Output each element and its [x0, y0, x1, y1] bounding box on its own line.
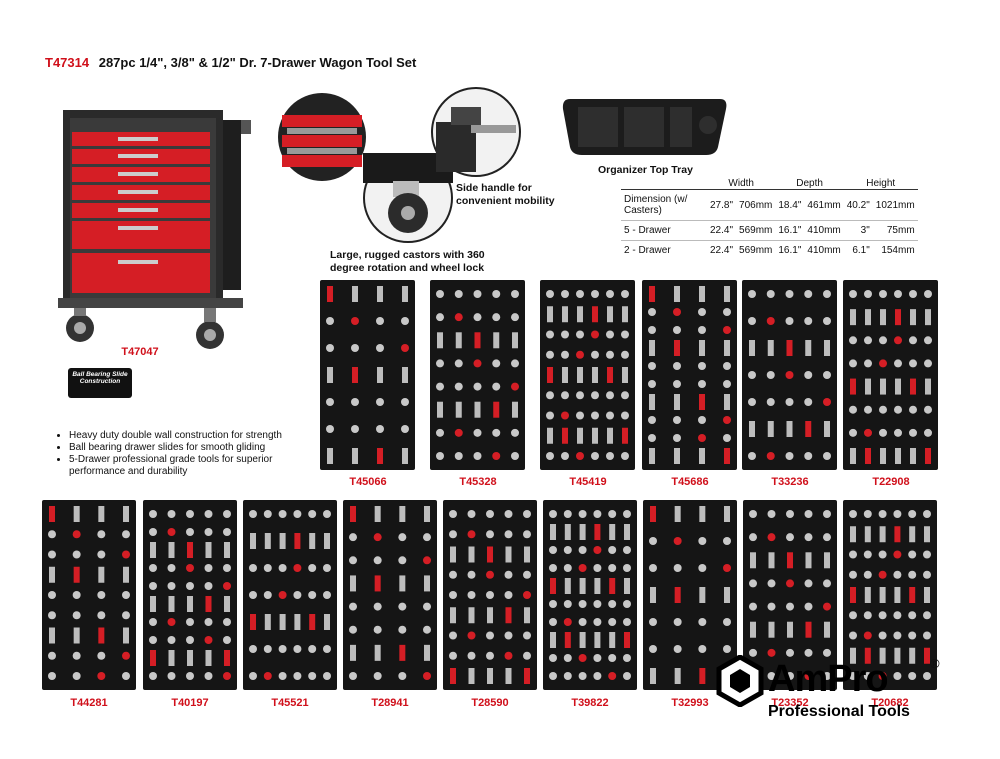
ball-bearing-badge: Ball Bearing Slide Construction: [68, 368, 132, 398]
cell: 16.1": [778, 245, 802, 256]
cabinet-code: T47047: [121, 346, 159, 358]
dimensions-row: 2 - Drawer 22.4" 569mm 16.1" 410mm 6.1" …: [621, 241, 918, 261]
brand-name: AmPro: [768, 658, 889, 700]
tray-image-t28941: [343, 500, 437, 690]
cell: 6.1": [852, 245, 870, 256]
feature-item: Ball bearing drawer slides for smooth gl…: [69, 442, 319, 454]
cell: 3": [860, 225, 870, 236]
tool-cabinet-image: [58, 110, 268, 373]
tray-code: T33236: [771, 476, 809, 488]
cell: 18.4": [778, 199, 802, 211]
tray-code: T39822: [571, 697, 609, 709]
tray-image-t23352: [743, 500, 837, 690]
cell: 22.4": [710, 225, 734, 236]
tray-code: T40197: [171, 697, 209, 709]
tray-image-t28590: [443, 500, 537, 690]
cell: 569mm: [739, 225, 773, 236]
brand-tagline: Professional Tools: [768, 703, 910, 720]
feature-list: Heavy duty double wall construction for …: [55, 430, 319, 478]
top-tray-caption: Organizer Top Tray: [598, 164, 693, 176]
tray-code: T44281: [70, 697, 108, 709]
tray-code: T45066: [349, 476, 387, 488]
tray-code: T32993: [671, 697, 709, 709]
tray-image-t39822: [543, 500, 637, 690]
tray-image-t33236: [742, 280, 837, 470]
side-handle-caption: Side handle for convenient mobility: [456, 182, 555, 207]
tray-image-t32993: [643, 500, 737, 690]
cell: 22.4": [710, 245, 734, 256]
tray-image-t22908: [843, 280, 938, 470]
cell: 75mm: [886, 225, 915, 236]
cell: 27.8": [710, 199, 734, 211]
cell: 154mm: [881, 245, 915, 256]
cell: 40.2": [846, 199, 870, 211]
tray-image-t40197: [143, 500, 237, 690]
cell: 706mm: [739, 199, 773, 211]
cell: 461mm: [807, 199, 841, 211]
set-title: 287pc 1/4", 3/8" & 1/2" Dr. 7-Drawer Wag…: [98, 55, 417, 70]
tray-code: T23352: [771, 697, 809, 709]
header-width: Width: [728, 178, 754, 189]
header-height: Height: [866, 178, 896, 189]
tray-code: T45521: [271, 697, 309, 709]
tray-code: T45328: [459, 476, 497, 488]
registered-mark: ®: [930, 656, 940, 671]
tray-image-t45066: [320, 280, 415, 470]
row-label: 2 - Drawer: [624, 245, 671, 256]
top-tray-image: [560, 95, 730, 162]
header-empty: [621, 178, 707, 190]
tray-code: T22908: [872, 476, 910, 488]
tray-code: T45686: [671, 476, 709, 488]
tray-image-t45419: [540, 280, 635, 470]
header-depth: Depth: [796, 178, 823, 189]
badge-text: Ball Bearing Slide Construction: [72, 371, 128, 385]
cell: 1021mm: [875, 199, 915, 211]
side-handle-image: [431, 87, 521, 182]
tray-image-t45521: [243, 500, 337, 690]
tray-image-t45686: [642, 280, 737, 470]
cell: 410mm: [807, 225, 841, 236]
ampro-logo-icon: [716, 654, 764, 712]
cell: 410mm: [807, 245, 841, 256]
drawer-closeup-image: [277, 90, 367, 190]
castors-caption: Large, rugged castors with 360 degree ro…: [330, 249, 485, 274]
dimensions-row: Dimension (w/ Casters) 27.8" 706mm 18.4"…: [621, 190, 918, 221]
feature-item: Heavy duty double wall construction for …: [69, 430, 319, 442]
tray-image-t20682: [843, 500, 937, 690]
dimensions-header-row: Width Depth Height: [621, 178, 918, 190]
tray-code: T28590: [471, 697, 509, 709]
dimensions-row: 5 - Drawer 22.4" 569mm 16.1" 410mm 3" 75…: [621, 221, 918, 241]
row-label: Dimension (w/ Casters): [624, 194, 688, 216]
tray-code: T45419: [569, 476, 607, 488]
cell: 569mm: [739, 245, 773, 256]
tray-code: T28941: [371, 697, 409, 709]
tray-image-t44281: [42, 500, 136, 690]
cell: 16.1": [778, 225, 802, 236]
row-label: 5 - Drawer: [624, 225, 671, 236]
dimensions-table: Width Depth Height Dimension (w/ Casters…: [621, 178, 918, 260]
tray-code: T20682: [871, 697, 909, 709]
tray-image-t45328: [430, 280, 525, 470]
page-title: T47314 287pc 1/4", 3/8" & 1/2" Dr. 7-Dra…: [45, 55, 416, 70]
set-code: T47314: [45, 55, 90, 70]
feature-item: 5-Drawer professional grade tools for su…: [69, 454, 319, 478]
